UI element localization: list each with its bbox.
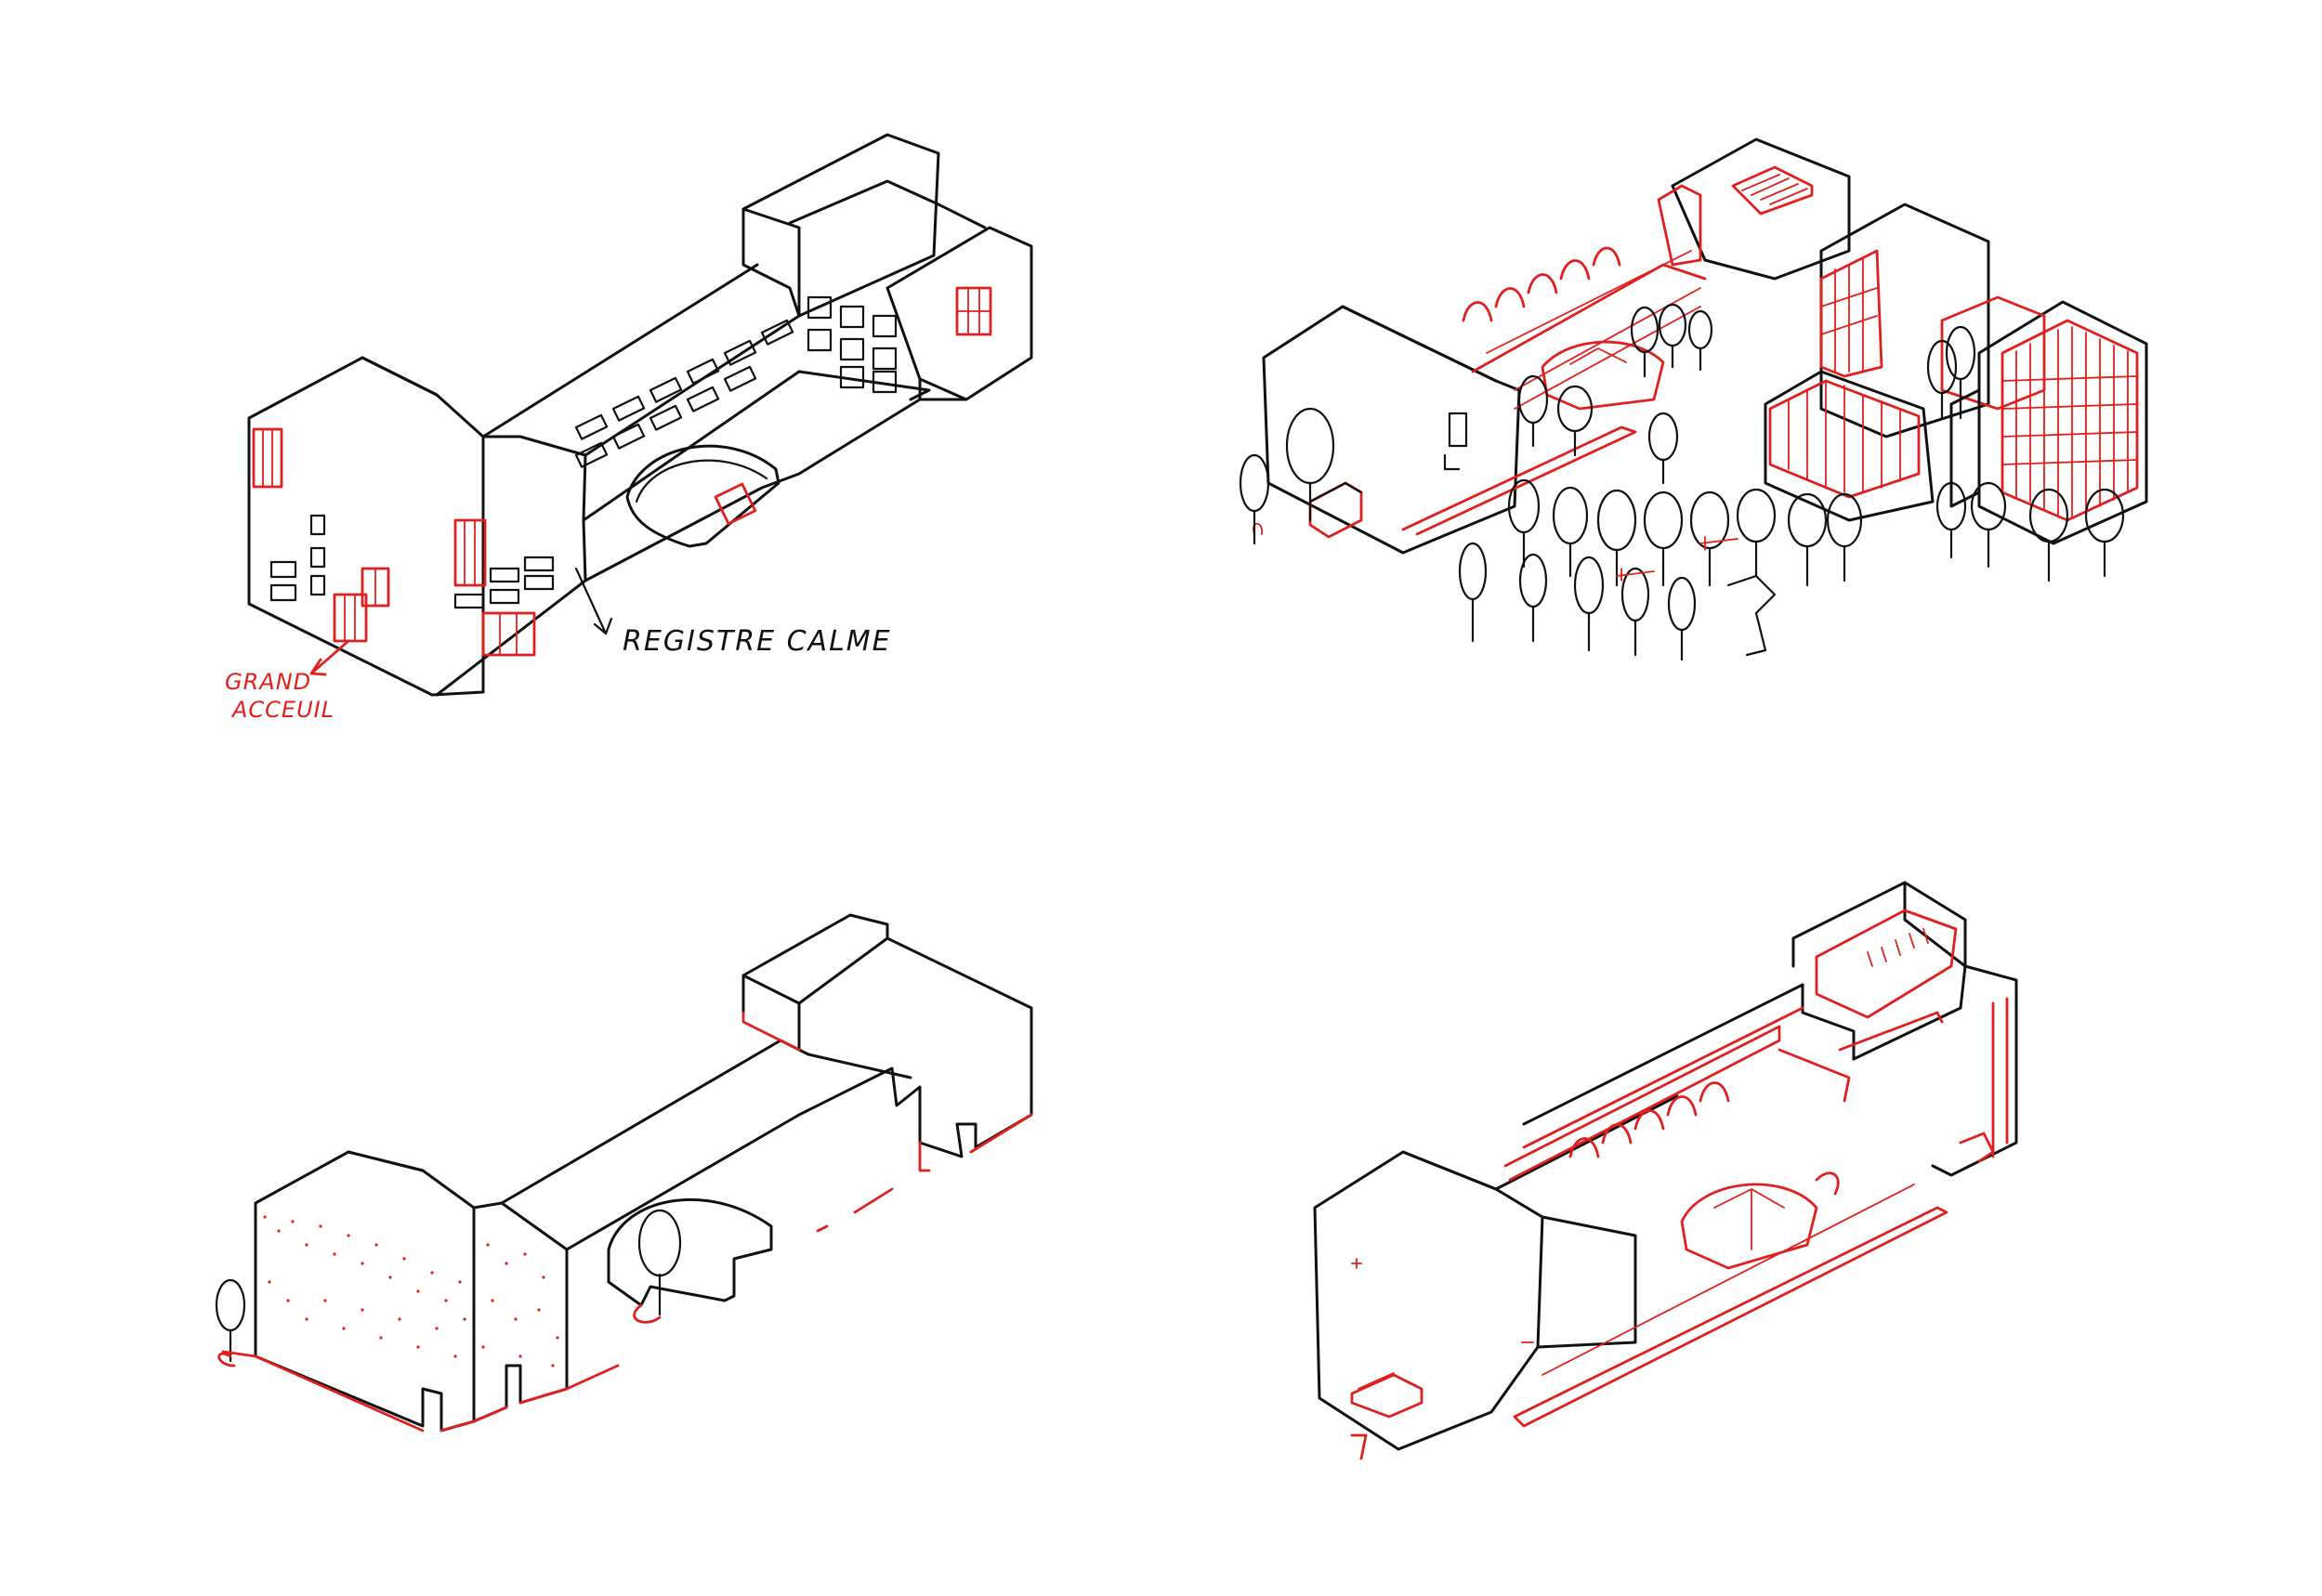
stipple-texture [263,1215,559,1367]
note-grand-accueil-1: GRAND [225,669,311,695]
arrow-grand-accueil [309,639,350,676]
window-grid-end-block [807,295,898,394]
arch-row [1462,246,1621,322]
sketch-top-left: REGISTRE CALME GRAND ACCEUIL [225,133,1033,723]
arch-row-bottom [1568,1081,1730,1158]
arrow-registre [574,567,613,635]
window-accent-red [252,286,992,657]
window-front-black [269,514,555,609]
note-grand-accueil-2: ACCEUIL [230,697,335,723]
tree-grove [1239,303,2125,661]
sketch-top-right [1239,137,2148,661]
sketch-bottom-left [215,913,1033,1432]
window-row-upper [574,319,794,468]
sketch-bottom-right [1313,881,2018,1460]
note-registre-calme: REGISTRE CALME [623,625,892,658]
